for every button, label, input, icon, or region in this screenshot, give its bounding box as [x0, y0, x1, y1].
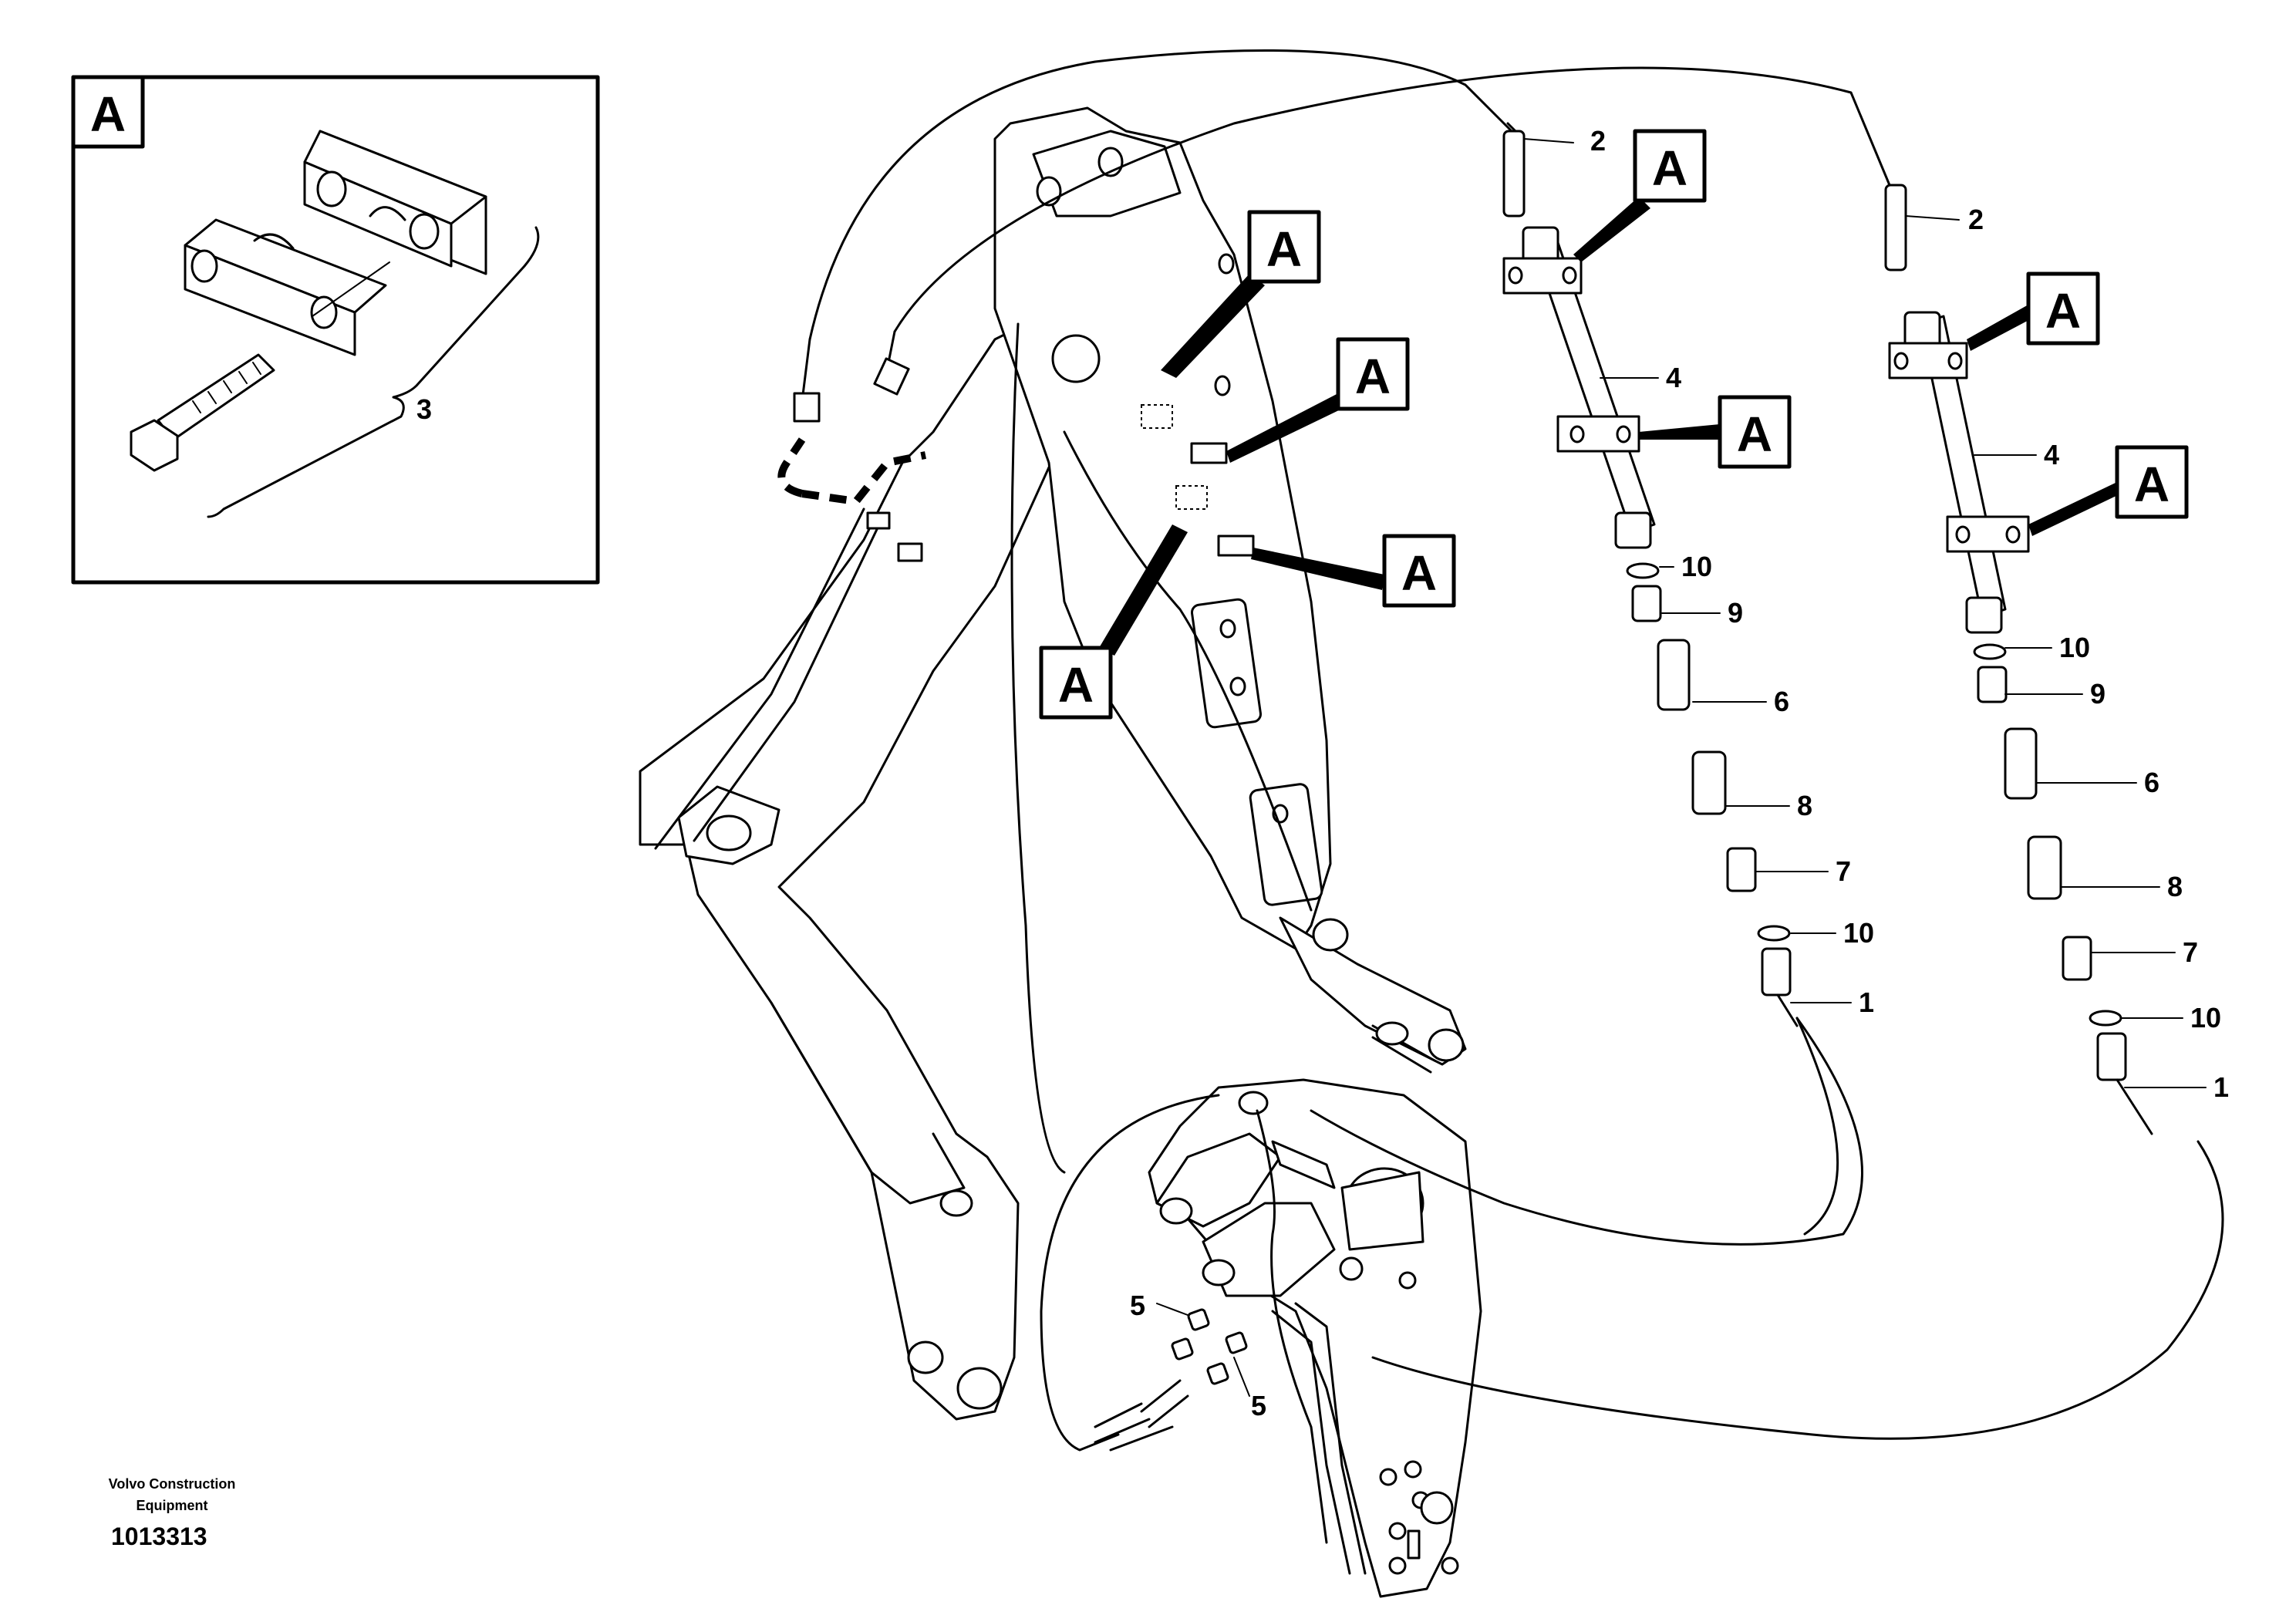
clamp-upper-block [303, 130, 487, 275]
fittings-5: 5 5 [1130, 1290, 1266, 1428]
right-part-label-adapter: 7 [2183, 936, 2198, 968]
fitting-label-upper: 5 [1130, 1290, 1145, 1321]
company-line-1: Volvo Construction [108, 1476, 236, 1492]
right-part-label-oring-upper: 10 [2059, 632, 2090, 663]
detail-part-number: 3 [416, 393, 432, 425]
left-part-label-oring-upper: 10 [1681, 551, 1712, 582]
section-label-7: A [2045, 283, 2081, 339]
boom-right-arm [993, 106, 1332, 950]
left-part-label-coupling: 8 [1797, 790, 1812, 821]
section-label-1: A [1266, 221, 1302, 277]
part-brace [207, 226, 540, 518]
footer: Volvo Construction Equipment 1013313 [83, 1473, 261, 1552]
left-part-label-hose-top: 2 [1590, 125, 1606, 157]
right-part-label-hose-bottom: 1 [2213, 1071, 2229, 1103]
left-part-label-valve: 6 [1774, 686, 1789, 717]
right-part-label-nipple: 9 [2090, 678, 2106, 710]
stick-assembly [1148, 1078, 1482, 1598]
section-label-4: A [1058, 657, 1094, 713]
left-part-label-hose-bottom: 1 [1859, 986, 1874, 1018]
right-hose-group: 2 4 10 9 6 8 7 10 1 [1884, 184, 2229, 1135]
section-label-8: A [2134, 457, 2170, 512]
left-hose-group: 2 4 10 9 6 8 7 10 1 [1502, 122, 1874, 1027]
section-callouts: A A A A A A A A A [1039, 129, 2189, 720]
clamp-lower-block [184, 218, 387, 356]
right-part-label-oring-lower: 10 [2190, 1002, 2221, 1034]
section-label-5: A [1652, 140, 1687, 196]
detail-view-frame [71, 75, 600, 585]
detail-view-label-box [71, 75, 145, 149]
right-part-label-hose-top: 2 [1968, 204, 1984, 235]
fitting-label-lower: 5 [1251, 1390, 1266, 1421]
bolt [130, 261, 390, 472]
left-part-label-nipple: 9 [1728, 597, 1743, 629]
left-part-label-oring-lower: 10 [1843, 917, 1874, 949]
document-number: 1013313 [111, 1523, 207, 1550]
boom-assembly [639, 106, 1467, 1421]
section-label-3: A [1401, 545, 1437, 601]
hose-loops [654, 49, 2224, 1544]
right-part-label-valve: 6 [2144, 767, 2159, 798]
right-part-label-pipe: 4 [2044, 439, 2059, 470]
left-part-label-pipe: 4 [1666, 362, 1681, 393]
boom-hose-ends [793, 357, 923, 562]
detail-view-label: A [90, 86, 126, 142]
detail-view-a: A 3 [71, 75, 600, 585]
left-part-label-adapter: 7 [1836, 855, 1851, 887]
boom-left-arm [639, 322, 1074, 1421]
section-label-6: A [1737, 406, 1772, 462]
section-label-2: A [1355, 349, 1391, 404]
right-part-label-coupling: 8 [2167, 871, 2183, 902]
company-line-2: Equipment [136, 1498, 208, 1513]
